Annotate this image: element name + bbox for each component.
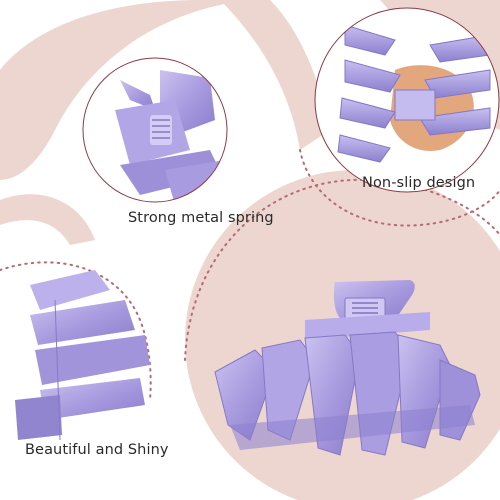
blush-band-top xyxy=(220,0,330,150)
shiny-detail-clip xyxy=(15,270,150,441)
teeth-detail-clip xyxy=(337,24,491,163)
main-claw-clip xyxy=(214,280,481,456)
spring-detail-outline xyxy=(82,57,228,203)
spring-detail-circle xyxy=(83,58,227,202)
blush-band-left xyxy=(0,194,95,245)
blush-arc-top-left xyxy=(0,0,250,180)
dotted-arc-bottom-right xyxy=(184,178,500,361)
teeth-detail-outline xyxy=(314,7,500,193)
caption-non-slip-design: Non-slip design xyxy=(362,175,476,191)
dotted-arc-bottom-left xyxy=(0,261,152,401)
dotted-arc-top-right xyxy=(299,149,500,227)
caption-beautiful-and-shiny: Beautiful and Shiny xyxy=(25,442,169,458)
teeth-detail-circle xyxy=(315,8,499,192)
caption-strong-metal-spring: Strong metal spring xyxy=(128,210,274,226)
